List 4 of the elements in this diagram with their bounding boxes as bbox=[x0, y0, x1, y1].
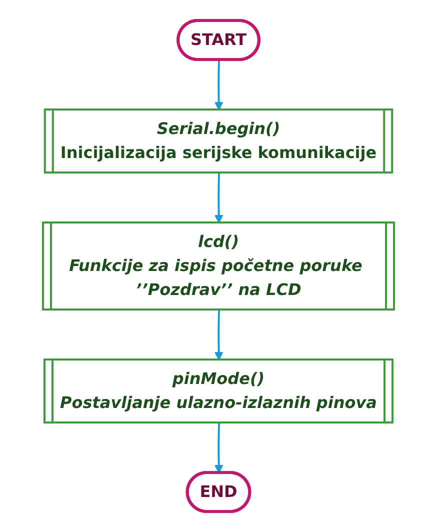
arrow bbox=[214, 422, 224, 474]
arrow bbox=[214, 172, 224, 224]
arrow bbox=[214, 60, 224, 110]
arrow bbox=[214, 310, 224, 360]
